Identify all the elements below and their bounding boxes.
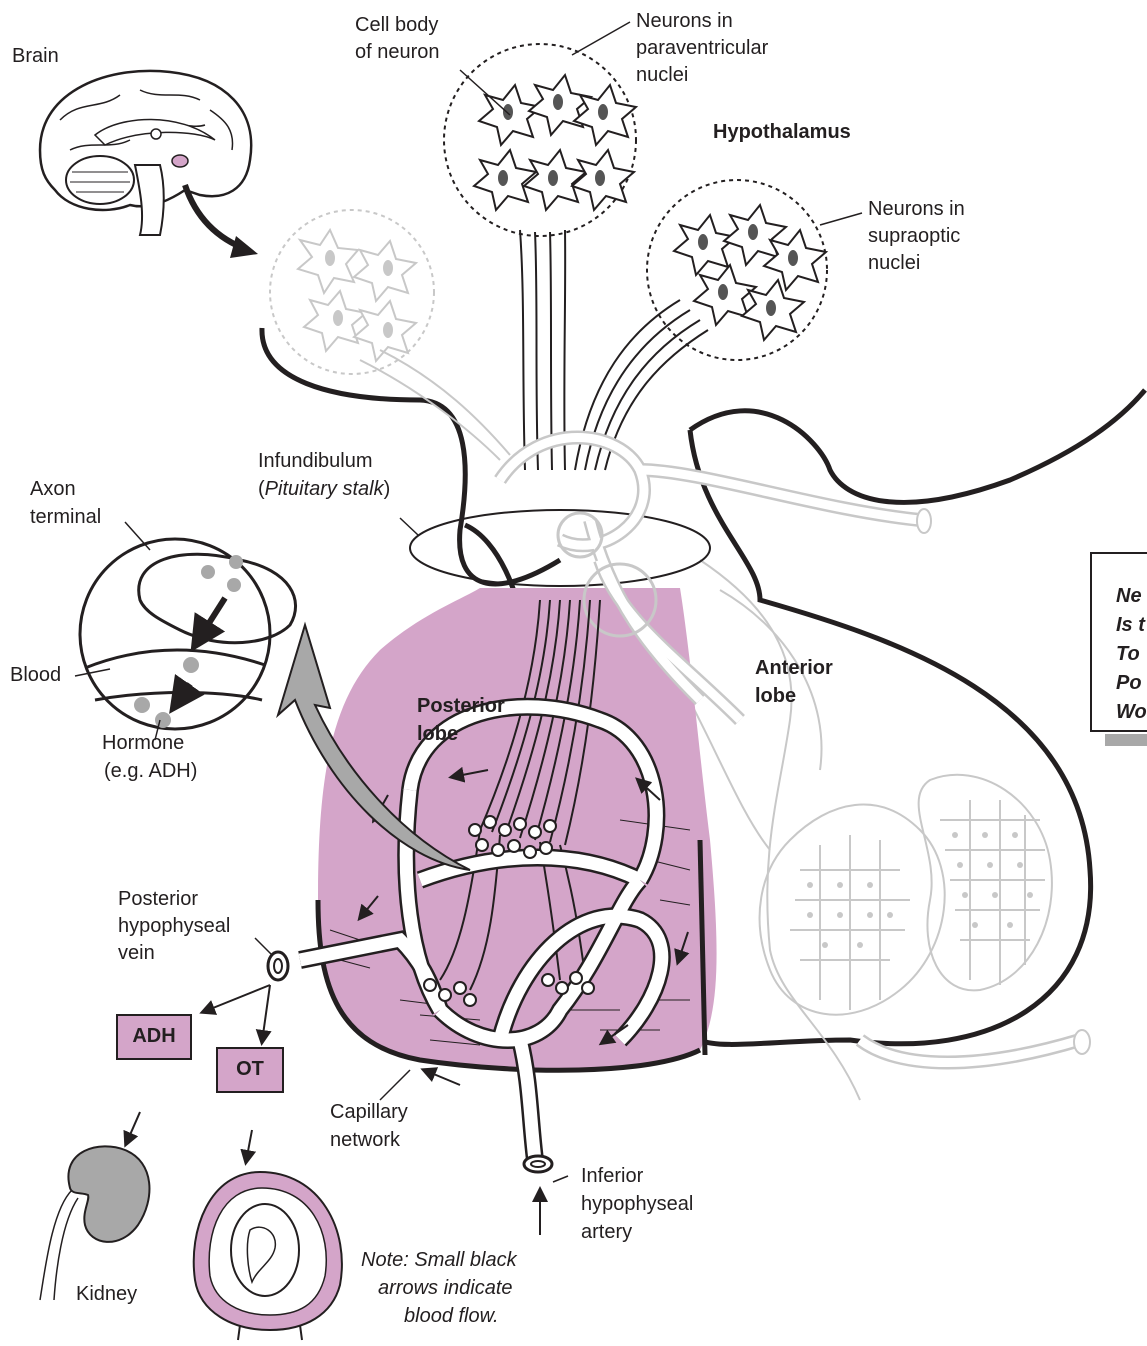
label-infundibulum-line2: (Pituitary stalk): [258, 477, 390, 501]
label-anterior-lobe-line2: lobe: [755, 684, 796, 708]
label-axon-line2: terminal: [30, 505, 101, 529]
ot-box: OT: [216, 1047, 284, 1093]
paraventricular-neurons: [444, 44, 636, 470]
label-paraventricular-line3: nuclei: [636, 63, 688, 87]
label-hormone-line2: (e.g. ADH): [104, 759, 197, 783]
label-hypothalamus: Hypothalamus: [713, 120, 851, 144]
uterus-illustration: [194, 1172, 342, 1340]
side-note-line: Is t: [1116, 611, 1147, 640]
label-posterior-lobe-line2: lobe: [417, 722, 458, 746]
label-capillary-line1: Capillary: [330, 1100, 408, 1124]
label-capillary-line2: network: [330, 1128, 400, 1152]
label-inferior-line3: artery: [581, 1220, 632, 1244]
side-note-line: Po: [1116, 669, 1147, 698]
brain-illustration: [40, 71, 258, 258]
note-line3: blood flow.: [404, 1304, 499, 1328]
outer-outline: [262, 328, 560, 620]
label-inferior-line2: hypophyseal: [581, 1192, 693, 1216]
label-post-vein-line3: vein: [118, 941, 155, 965]
label-paraventricular-line2: paraventricular: [636, 36, 768, 60]
side-note-line: To: [1116, 640, 1147, 669]
label-supraoptic-line2: supraoptic: [868, 224, 960, 248]
label-kidney: Kidney: [76, 1282, 137, 1306]
label-cell-body-line1: Cell body: [355, 13, 438, 37]
note-line2: arrows indicate: [378, 1276, 513, 1300]
label-supraoptic-line1: Neurons in: [868, 197, 965, 221]
side-note-line: Wo: [1116, 698, 1147, 727]
side-note-line: Yo: [1116, 727, 1147, 732]
label-post-vein-line1: Posterior: [118, 887, 198, 911]
label-post-vein-line2: hypophyseal: [118, 914, 230, 938]
label-paraventricular-line1: Neurons in: [636, 9, 733, 33]
faded-neuron-cluster: [270, 210, 510, 460]
note-line1: Note: Small black: [361, 1248, 517, 1272]
label-anterior-lobe-line1: Anterior: [755, 656, 833, 680]
anterior-lobe: [640, 390, 1145, 1100]
label-axon-line1: Axon: [30, 477, 76, 501]
label-brain: Brain: [12, 44, 59, 68]
axon-terminal-inset: [80, 539, 296, 729]
side-note-line: Ne: [1116, 582, 1147, 611]
label-cell-body-line2: of neuron: [355, 40, 440, 64]
label-posterior-lobe-line1: Posterior: [417, 694, 505, 718]
adh-box: ADH: [116, 1014, 192, 1060]
label-infundibulum-line1: Infundibulum: [258, 449, 373, 473]
side-note-box: Ne Is t To Po Wo Yo: [1090, 552, 1147, 732]
kidney-illustration: [40, 1146, 149, 1300]
label-blood: Blood: [10, 663, 61, 687]
label-supraoptic-line3: nuclei: [868, 251, 920, 275]
label-hormone-line1: Hormone: [102, 731, 184, 755]
label-inferior-line1: Inferior: [581, 1164, 643, 1188]
side-note-shadow: [1105, 734, 1147, 746]
